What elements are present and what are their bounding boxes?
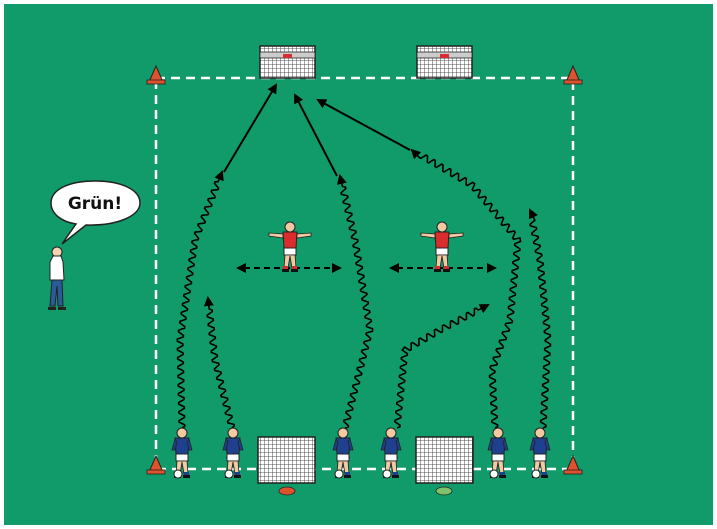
ball [531,469,541,479]
dribble-paths [176,148,552,429]
ball [382,469,392,479]
top-goal-right [416,45,473,79]
shot-arrow [294,93,338,177]
dribble-path [394,304,490,429]
speech-bubble: Grün! [50,180,141,245]
bottom-goal-left [257,436,316,484]
defender-player [268,221,312,272]
ball [489,469,499,479]
attackers [171,427,551,479]
defender-player [420,221,464,272]
cone-bottom-left [146,454,166,475]
dribble-path [528,208,552,429]
marker-green [435,486,453,496]
dribble-path [410,148,522,429]
defenders [268,221,464,272]
cone-top-right [563,64,583,85]
marker-red [278,486,296,496]
attacker-player [487,427,509,478]
bottom-goal-right [415,436,474,484]
coach [48,246,66,310]
ball [173,469,183,479]
cone-bottom-right [563,454,583,475]
ball [224,469,234,479]
shot-arrows [223,83,411,177]
shot-arrow [316,99,411,151]
dribble-path [203,296,236,429]
top-goal-left [259,45,316,79]
coach-call-text: Grün! [68,194,122,214]
ball [334,469,344,479]
dribble-path [336,174,374,429]
shot-arrow [223,83,278,173]
attacker-player [332,427,354,478]
dribble-path [176,170,224,429]
cone-top-left [146,64,166,85]
